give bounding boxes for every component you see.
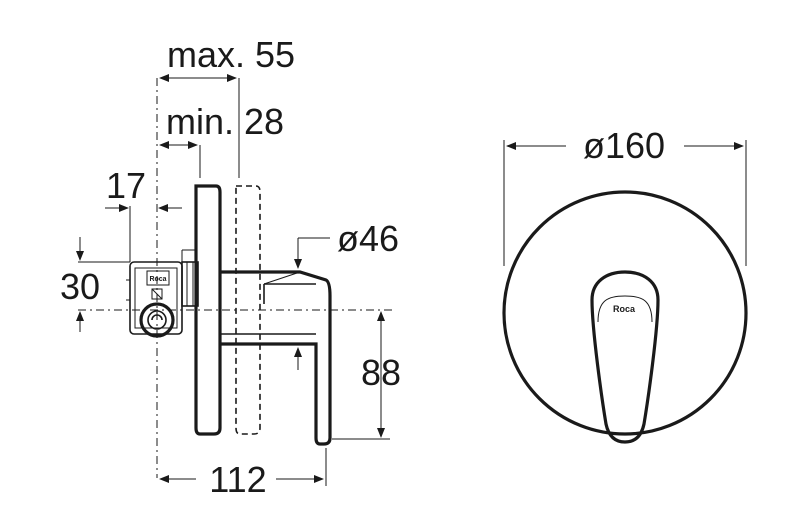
height-offset-label: 30: [60, 266, 100, 307]
valve-port-inner: [147, 310, 167, 330]
total-depth-label: 112: [209, 459, 266, 500]
front-brand-logo: Roca: [613, 304, 636, 314]
front-view: ø160 Roca: [502, 125, 748, 444]
valve-inner-box: [134, 267, 178, 329]
handle-height-label: 88: [361, 352, 401, 393]
offset-label: 17: [106, 165, 146, 206]
side-view: Roca max. 55 min. 28 17 30 ø46: [60, 34, 401, 500]
wall-plate: [194, 184, 222, 436]
spout-diameter-label: ø46: [337, 218, 399, 259]
valve-body: Roca: [126, 249, 199, 338]
cover-plate: [502, 190, 748, 436]
max-depth-label: max. 55: [167, 34, 295, 75]
min-depth-label: min. 28: [166, 101, 284, 142]
plate-diameter-label: ø160: [583, 125, 665, 166]
valve-port-outer: [139, 302, 175, 338]
side-brand-logo: Roca: [149, 276, 166, 283]
lever-handle: [590, 270, 660, 444]
valve-label-plate: [146, 270, 170, 286]
wall-plate-max-position: [235, 185, 261, 435]
lever-inner-line: [597, 295, 653, 323]
mixer-body: [220, 270, 332, 446]
